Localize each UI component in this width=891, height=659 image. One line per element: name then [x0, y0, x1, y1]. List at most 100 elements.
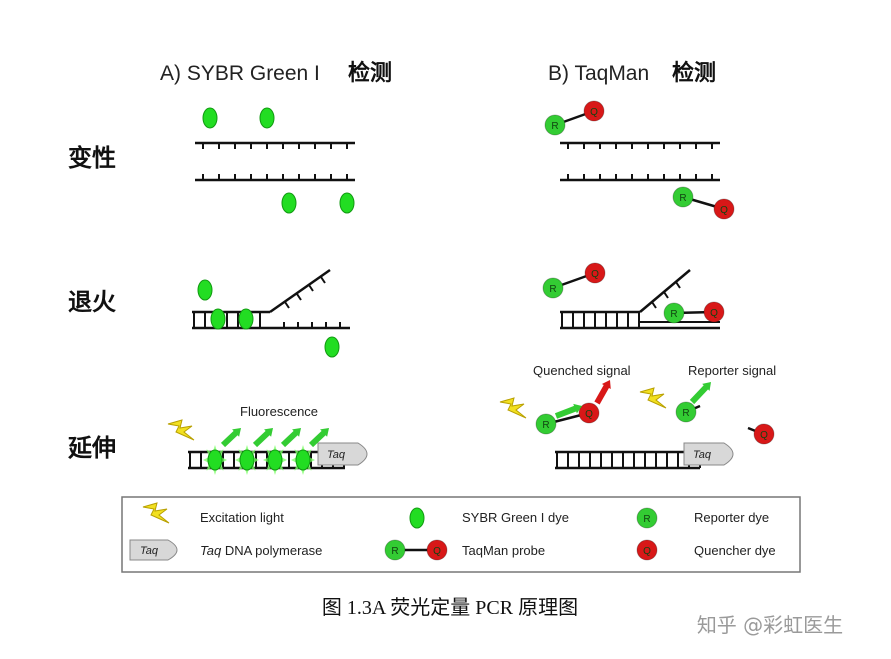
- base-tick: [308, 284, 314, 292]
- sybr-green-dye: [197, 279, 213, 301]
- primer-duplex-a: [192, 310, 270, 330]
- legend-lightning-icon: [142, 502, 170, 524]
- fluorescence-arrow-shaft: [252, 429, 271, 448]
- legend-reporter-icon-letter: R: [643, 514, 650, 525]
- reporter-dye-letter: R: [551, 121, 558, 132]
- quencher-dye-circle: [584, 262, 606, 284]
- extending-duplex-b: [555, 450, 701, 470]
- legend-taqman-probe: TaqMan probe: [462, 543, 545, 558]
- quencher-dye: Q: [578, 402, 600, 424]
- legend-reporter-icon: R: [636, 507, 658, 529]
- excitation-light-icon: [499, 397, 527, 419]
- fluorescence-arrow-shaft: [280, 429, 299, 448]
- reporter-dye: R: [672, 186, 694, 208]
- reporter-dye-letter: R: [549, 284, 556, 295]
- sybr-green-dye: [267, 449, 283, 471]
- reporter-dye: R: [544, 114, 566, 136]
- quencher-dye: Q: [753, 423, 775, 445]
- reporter-dye-letter: R: [542, 420, 549, 431]
- base-tick: [284, 301, 290, 309]
- quenched-green-arrow-head: [573, 403, 582, 414]
- single-strand-bottom-b: [560, 174, 720, 182]
- single-strand-top-a: [195, 141, 355, 149]
- reporter-signal-label: Reporter signal: [688, 363, 776, 378]
- title-b: B) TaqMan: [548, 62, 649, 85]
- title-b-cn: 检测: [672, 60, 716, 86]
- quencher-dye-letter: Q: [591, 269, 599, 280]
- quencher-dye-circle: [753, 423, 775, 445]
- quencher-dye-circle: [583, 100, 605, 122]
- fluorescence-arrow-head: [264, 428, 273, 437]
- template-diverging-a: [269, 268, 331, 314]
- quencher-dye-letter: Q: [590, 107, 598, 118]
- step-anneal-label: 退火: [68, 288, 116, 316]
- quenched-red-arrow-shaft: [594, 383, 610, 405]
- sybr-green-dye: [210, 308, 226, 330]
- taq-label: Taq: [140, 545, 159, 557]
- reporter-dye-letter: R: [682, 408, 689, 419]
- taq-shape: [317, 442, 368, 466]
- legend-probe-quencher-letter: Q: [433, 546, 441, 557]
- quencher-dye-letter: Q: [760, 430, 768, 441]
- legend-probe-reporter: R: [384, 539, 406, 561]
- single-strand-bottom-a: [195, 174, 355, 182]
- quencher-dye: Q: [703, 301, 725, 323]
- reporter-dye: R: [663, 302, 685, 324]
- legend-excitation-light: Excitation light: [200, 510, 284, 525]
- quencher-dye: Q: [713, 198, 735, 220]
- sybr-green-dye: [324, 336, 340, 358]
- base-tick: [296, 293, 302, 301]
- legend-quencher-icon: Q: [636, 539, 658, 561]
- taq-polymerase-b: Taq: [683, 442, 734, 466]
- figure-caption: 图 1.3A 荧光定量 PCR 原理图: [322, 596, 578, 619]
- taq-shape: [129, 539, 178, 561]
- quenched-red-arrow-head: [601, 380, 611, 389]
- quenched-signal-label: Quenched signal: [533, 363, 631, 378]
- legend-taq-polymerase: Taq DNA polymerase: [200, 543, 322, 558]
- base-tick: [675, 281, 681, 289]
- template-diverging-b: [639, 269, 691, 313]
- sybr-green-dye: [202, 107, 218, 129]
- reporter-dye-circle: [663, 302, 685, 324]
- primer-duplex-b: [560, 310, 640, 330]
- reporter-dye: R: [675, 401, 697, 423]
- sybr-green-dye: [339, 192, 355, 214]
- reporter-signal-arrow-shaft: [689, 384, 710, 405]
- reporter-dye-circle: [675, 401, 697, 423]
- fluorescence-label: Fluorescence: [240, 404, 318, 419]
- fluorescent-dye-burst: [291, 445, 315, 475]
- fluorescence-arrow-shaft: [308, 429, 327, 448]
- sybr-green-dye: [259, 107, 275, 129]
- excitation-light-icon: [167, 419, 195, 441]
- legend-probe-reporter-circle: [384, 539, 406, 561]
- quencher-dye-letter: Q: [710, 308, 718, 319]
- quencher-dye: Q: [584, 262, 606, 284]
- quencher-dye-circle: [578, 402, 600, 424]
- reporter-dye-letter: R: [679, 193, 686, 204]
- legend-box: [121, 496, 801, 573]
- base-tick: [320, 276, 326, 284]
- quencher-dye-circle: [703, 301, 725, 323]
- base-tick: [663, 291, 669, 299]
- reporter-dye: R: [535, 413, 557, 435]
- step-extend-label: 延伸: [67, 434, 116, 462]
- excitation-light-icon: [639, 387, 667, 409]
- reporter-dye-letter: R: [670, 309, 677, 320]
- quencher-dye-letter: Q: [720, 205, 728, 216]
- quenched-green-arrow-shaft: [554, 405, 578, 419]
- legend-probe-quencher: Q: [426, 539, 448, 561]
- sybr-green-dye: [239, 449, 255, 471]
- reporter-dye: R: [542, 277, 564, 299]
- taq-label: Taq: [693, 449, 712, 461]
- taq-shape: [683, 442, 734, 466]
- taq-label: Taq: [327, 449, 346, 461]
- quencher-dye-circle: [713, 198, 735, 220]
- fluorescence-arrow-head: [292, 428, 301, 437]
- taq-polymerase-a: Taq: [317, 442, 368, 466]
- quencher-dye-letter: Q: [585, 409, 593, 420]
- fluorescent-dye-burst: [235, 445, 259, 475]
- legend-reporter-dye: Reporter dye: [694, 510, 769, 525]
- legend-quencher-dye: Quencher dye: [694, 543, 776, 558]
- watermark: 知乎 @彩虹医生: [697, 613, 843, 637]
